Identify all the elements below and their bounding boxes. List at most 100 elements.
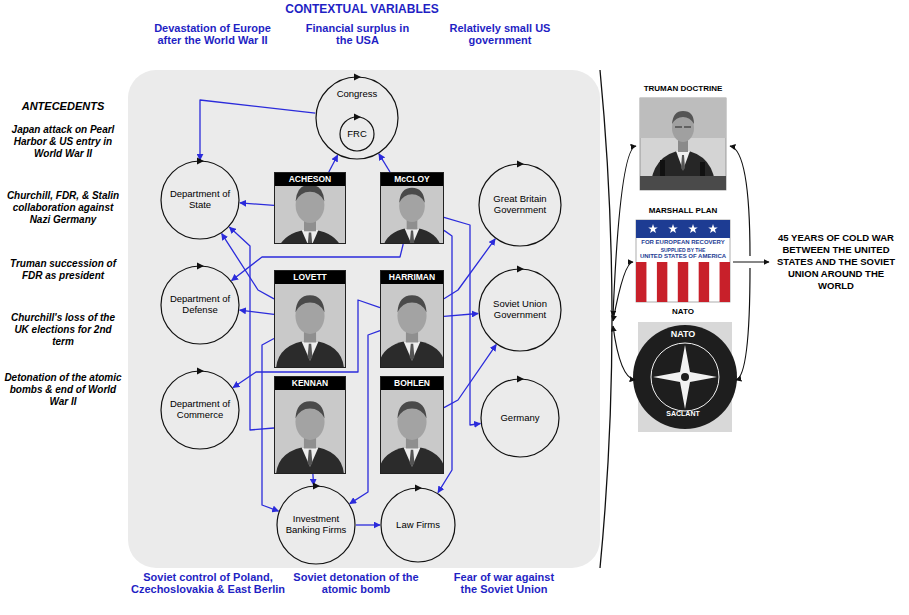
outcome-arrow [733, 261, 769, 262]
stripe [636, 262, 646, 302]
node-label: Department of State [168, 189, 232, 211]
antecedent: Japan attack on Pearl Harbor & US entry … [4, 124, 122, 160]
connector [262, 339, 279, 512]
shirt [676, 151, 690, 170]
stripe [678, 262, 688, 302]
node-label: Congress [337, 89, 378, 100]
portrait [274, 389, 347, 474]
portrait [376, 283, 449, 368]
circle-outline [316, 77, 398, 159]
diagram-title: CONTEXTUAL VARIABLES [212, 3, 512, 16]
connector [379, 154, 390, 172]
connector [444, 314, 478, 317]
cycle-arrowhead [197, 263, 204, 270]
compass-center [681, 373, 689, 381]
circle-outline [381, 488, 455, 562]
actor-circle: Law Firms [380, 487, 456, 563]
actor-circle: Great Britain Government [478, 163, 562, 247]
portrait-photo [274, 376, 347, 474]
emblem-ring [651, 343, 719, 411]
node-label: Department of Commerce [168, 399, 232, 421]
context-variable: Soviet control of Poland, Czechoslovakia… [128, 571, 288, 595]
portrait-photo [274, 172, 346, 257]
name-tag: McCLOY [381, 173, 443, 186]
policy-heading: TRUMAN DOCTRINE [636, 84, 730, 94]
photo-ground [274, 270, 346, 368]
outcome-text: 45 YEARS OF COLD WAR BETWEEN THE UNITED … [774, 232, 898, 291]
circle-outline [161, 266, 239, 344]
nato-emblem [633, 322, 737, 432]
circle-outline [277, 486, 355, 564]
emblem-text: NATO [636, 330, 730, 340]
actor-circle: Soviet Union Government [478, 268, 562, 352]
cycle-arrowhead [415, 485, 422, 492]
emblem-text: SACLANT [636, 410, 730, 418]
link-arrow [613, 146, 636, 316]
portrait-photo [274, 270, 347, 368]
name-tag: KENNAN [275, 377, 345, 390]
cycle-arrowhead [517, 376, 524, 383]
cycle-arrowhead [197, 158, 204, 165]
cycle-arrowhead [354, 114, 361, 121]
node-label: FRC [347, 129, 367, 140]
circle-outline [479, 164, 561, 246]
circle-outline [161, 371, 239, 449]
poster-text: SUPPLIED BY THE [636, 247, 730, 253]
link-arrow [613, 262, 633, 321]
glasses [675, 126, 691, 127]
context-variable: Soviet detonation of the atomic bomb [292, 571, 420, 595]
portrait-photo [376, 376, 449, 474]
connector [356, 524, 380, 525]
actor-circle: Germany [480, 378, 560, 458]
context-variable: Devastation of Europe after the World Wa… [150, 22, 275, 46]
star [648, 224, 658, 233]
stripe [657, 262, 667, 302]
star [668, 224, 678, 233]
star-band [636, 220, 730, 238]
antecedent: Detonation of the atomic bombs & end of … [4, 372, 122, 408]
star [688, 224, 698, 233]
person-photo: LOVETT [274, 270, 346, 368]
circle-outline [340, 117, 374, 151]
photo-ground [640, 98, 726, 190]
cycle-arrowhead [354, 74, 361, 81]
actor-circle: Department of State [160, 160, 240, 240]
circle-outline [481, 379, 559, 457]
context-panel [128, 70, 600, 568]
name-tag: BOHLEN [381, 377, 443, 390]
link-arrow [736, 268, 750, 380]
name-tag: HARRIMAN [381, 271, 443, 284]
marshall-plan-poster [636, 220, 730, 302]
connector [350, 331, 380, 504]
actor-circle: Department of Commerce [160, 370, 240, 450]
microphone [700, 162, 705, 176]
context-variable: Relatively small US government [440, 22, 560, 46]
policy-heading: NATO [636, 307, 730, 317]
section-heading: ANTECEDENTS [4, 100, 122, 113]
node-label: Germany [500, 413, 539, 424]
node-label: Department of Defense [168, 294, 232, 316]
antecedent: Churchill's loss of the UK elections for… [4, 312, 122, 348]
actor-circle: Investment Banking Firms [276, 485, 356, 565]
policy-heading: MARSHALL PLAN [636, 206, 730, 216]
connector [329, 155, 338, 172]
portrait [376, 389, 449, 474]
connector [200, 100, 315, 160]
connector [240, 203, 274, 206]
stripe [699, 262, 709, 302]
tie [681, 155, 685, 171]
hair [672, 111, 694, 124]
name-tag: LOVETT [275, 271, 345, 284]
portrait-photo [376, 270, 449, 368]
portrait [380, 177, 444, 252]
desk [640, 176, 726, 190]
person-photo: BOHLEN [380, 376, 444, 474]
node-label: Law Firms [396, 520, 440, 531]
antecedent: Churchill, FDR, & Stalin collaboration a… [4, 190, 122, 226]
node-label: Investment Banking Firms [284, 514, 348, 536]
cycle-arrowhead [517, 266, 524, 273]
person-photo: ACHESON [274, 172, 346, 244]
person-photo: McCLOY [380, 172, 444, 244]
portrait [274, 173, 346, 257]
circle-outline [161, 161, 239, 239]
